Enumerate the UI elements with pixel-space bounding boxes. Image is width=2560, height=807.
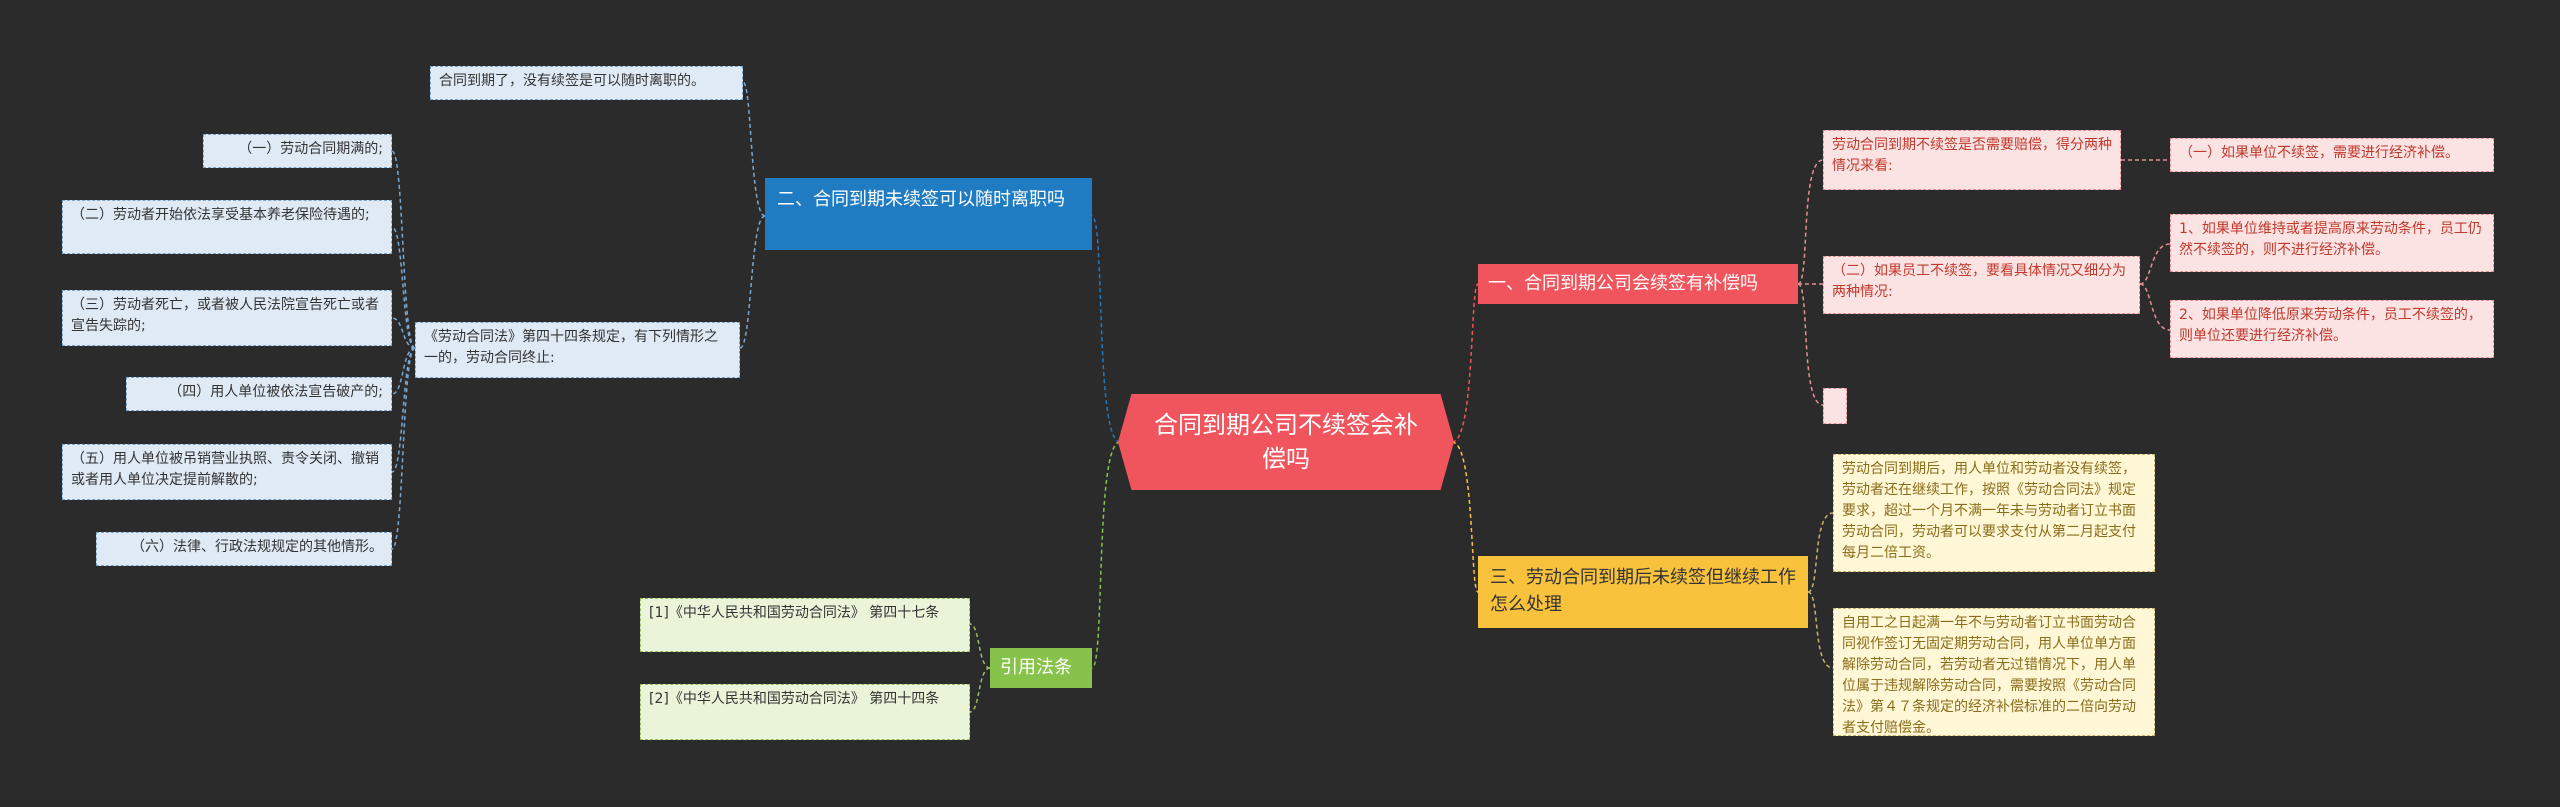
leaf-reference-1[interactable]: [1]《中华人民共和国劳动合同法》 第四十七条 xyxy=(640,598,970,652)
leaf-item-6[interactable]: （六）法律、行政法规规定的其他情形。 xyxy=(96,532,392,566)
branch-references-label: 引用法条 xyxy=(1000,657,1072,678)
leaf-item-2[interactable]: （二）劳动者开始依法享受基本养老保险待遇的; xyxy=(62,200,392,254)
branch-resign-anytime[interactable]: 二、合同到期未续签可以随时离职吗 xyxy=(765,178,1092,250)
leaf-indefinite-contract[interactable]: 自用工之日起满一年不与劳动者订立书面劳动合同视作签订无固定期劳动合同，用人单位单… xyxy=(1833,608,2155,736)
leaf-conditions-lowered[interactable]: 2、如果单位降低原来劳动条件，员工不续签的，则单位还要进行经济补偿。 xyxy=(2170,300,2494,358)
leaf-compensation-intro[interactable]: 劳动合同到期不续签是否需要赔偿，得分两种情况来看: xyxy=(1823,130,2121,190)
branch-compensation-label: 一、合同到期公司会续签有补偿吗 xyxy=(1488,273,1758,294)
leaf-item-3[interactable]: （三）劳动者死亡，或者被人民法院宣告死亡或者宣告失踪的; xyxy=(62,290,392,346)
branch-references[interactable]: 引用法条 xyxy=(990,648,1092,688)
leaf-article-44[interactable]: 《劳动合同法》第四十四条规定，有下列情形之一的，劳动合同终止: xyxy=(415,322,740,378)
leaf-reference-2[interactable]: [2]《中华人民共和国劳动合同法》 第四十四条 xyxy=(640,684,970,740)
branch-continue-working-label: 三、劳动合同到期后未续签但继续工作怎么处理 xyxy=(1490,567,1796,615)
leaf-item-4[interactable]: （四）用人单位被依法宣告破产的; xyxy=(126,377,392,411)
central-topic-title: 合同到期公司不续签会补偿吗 xyxy=(1154,411,1418,473)
central-topic[interactable]: 合同到期公司不续签会补偿吗 xyxy=(1118,394,1454,490)
branch-resign-anytime-label: 二、合同到期未续签可以随时离职吗 xyxy=(777,189,1065,210)
leaf-item-5[interactable]: （五）用人单位被吊销营业执照、责令关闭、撤销或者用人单位决定提前解散的; xyxy=(62,444,392,500)
leaf-conditions-maintained[interactable]: 1、如果单位维持或者提高原来劳动条件，员工仍然不续签的，则不进行经济补偿。 xyxy=(2170,214,2494,272)
leaf-employee-not-renew[interactable]: （二）如果员工不续签，要看具体情况又细分为两种情况: xyxy=(1823,256,2140,314)
leaf-empty[interactable] xyxy=(1823,388,1847,424)
leaf-can-resign[interactable]: 合同到期了，没有续签是可以随时离职的。 xyxy=(430,66,743,100)
branch-compensation[interactable]: 一、合同到期公司会续签有补偿吗 xyxy=(1478,264,1798,304)
leaf-double-salary[interactable]: 劳动合同到期后，用人单位和劳动者没有续签，劳动者还在继续工作，按照《劳动合同法》… xyxy=(1833,454,2155,572)
branch-continue-working[interactable]: 三、劳动合同到期后未续签但继续工作怎么处理 xyxy=(1478,556,1808,628)
leaf-employer-not-renew[interactable]: （一）如果单位不续签，需要进行经济补偿。 xyxy=(2170,138,2494,172)
leaf-item-1[interactable]: （一）劳动合同期满的; xyxy=(203,134,392,168)
